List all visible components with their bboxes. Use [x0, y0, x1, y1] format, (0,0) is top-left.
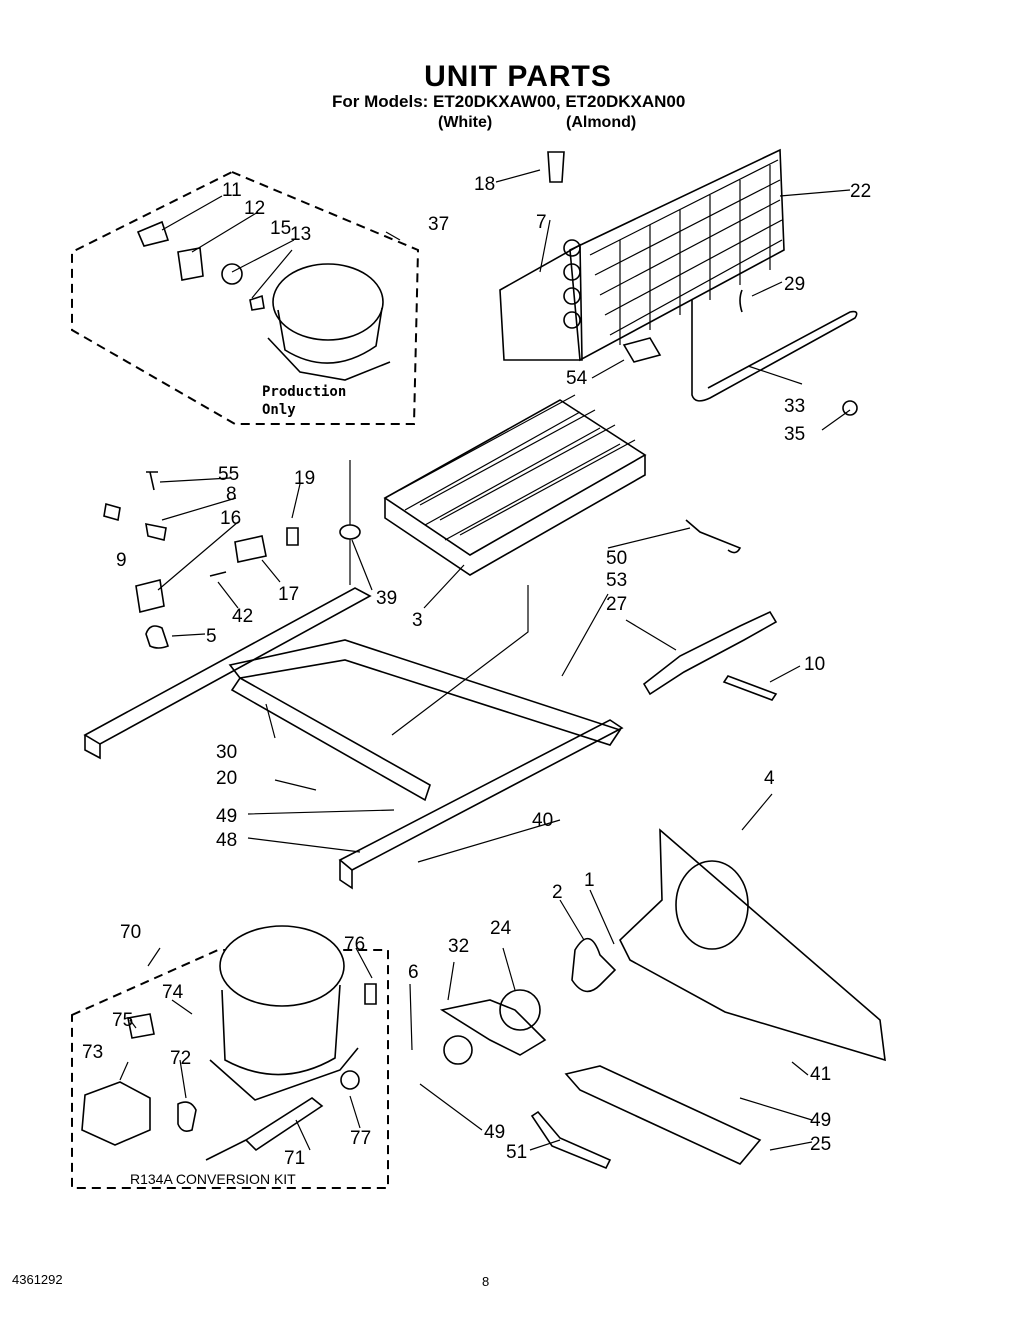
callout-53: 53 [606, 570, 627, 591]
document-number: 4361292 [12, 1272, 63, 1287]
models-line: For Models: ET20DKXAW00, ET20DKXAN00 [332, 92, 686, 111]
callout-10: 10 [804, 654, 825, 675]
callout-37: 37 [428, 214, 449, 235]
callout-24: 24 [490, 918, 512, 939]
callout-6: 6 [408, 962, 419, 983]
callout-32: 32 [448, 936, 469, 957]
callout-76: 76 [344, 934, 365, 955]
callout-7: 7 [536, 212, 547, 233]
production-compressor-illustration [136, 220, 391, 381]
defrost-clip-illustration [622, 337, 662, 363]
callout-8: 8 [226, 484, 237, 505]
callout-11: 11 [222, 180, 242, 201]
callout-49-right: 49 [810, 1110, 831, 1131]
evaporator-illustration [383, 394, 647, 576]
only-note: Only [262, 402, 296, 418]
callout-25: 25 [810, 1134, 831, 1155]
variant-almond: (Almond) [566, 114, 637, 131]
callout-29: 29 [784, 274, 805, 295]
fan-motor-assembly-illustration [439, 828, 886, 1170]
callout-20: 20 [216, 768, 237, 789]
callout-71: 71 [284, 1148, 305, 1169]
callout-17: 17 [278, 584, 299, 605]
grommet-39-illustration [339, 524, 361, 540]
page-title: UNIT PARTS [424, 60, 612, 93]
callout-22: 22 [850, 181, 871, 202]
callout-18: 18 [474, 174, 495, 195]
production-only-dashed-box [71, 170, 420, 425]
callout-33: 33 [784, 396, 805, 417]
kit-note: R134A CONVERSION KIT [130, 1171, 296, 1187]
callout-51: 51 [506, 1142, 527, 1163]
grommet-illustration [842, 400, 858, 416]
callout-1: 1 [584, 870, 595, 891]
callout-50: 50 [606, 548, 627, 569]
callout-41: 41 [810, 1064, 831, 1085]
callout-49-top: 49 [216, 806, 237, 827]
capillary-tube-illustration [722, 675, 778, 701]
callout-70: 70 [120, 922, 141, 943]
callout-42: 42 [232, 606, 253, 627]
callout-2: 2 [552, 882, 563, 903]
callout-19: 19 [294, 468, 315, 489]
callout-15: 15 [270, 218, 291, 239]
callout-9: 9 [116, 550, 127, 571]
callout-73: 73 [82, 1042, 103, 1063]
callout-75: 75 [112, 1010, 133, 1031]
callout-27: 27 [606, 594, 627, 615]
frame-rails-illustration [83, 460, 624, 890]
callout-3: 3 [412, 610, 423, 631]
wire-clip-illustration [685, 519, 742, 554]
leader-lines [119, 169, 851, 1151]
defrost-heater-illustration [691, 300, 858, 402]
callout-13: 13 [290, 224, 311, 245]
variant-white: (White) [438, 114, 493, 131]
callout-54: 54 [566, 368, 588, 389]
drier-illustration [642, 610, 778, 696]
drain-tube-illustration [547, 151, 565, 183]
callout-12: 12 [244, 198, 265, 219]
callout-39: 39 [376, 588, 397, 609]
kit-compressor-illustration [81, 925, 377, 1161]
callout-4: 4 [764, 768, 775, 789]
callout-48: 48 [216, 830, 237, 851]
callout-77: 77 [350, 1128, 371, 1149]
page-number: 8 [482, 1274, 490, 1289]
callout-5: 5 [206, 626, 217, 647]
production-note: Production [262, 384, 346, 400]
callout-35: 35 [784, 424, 805, 445]
callout-72: 72 [170, 1048, 191, 1069]
callout-74: 74 [162, 982, 184, 1003]
callout-55: 55 [218, 464, 239, 485]
callout-40: 40 [532, 810, 553, 831]
condenser-illustration [499, 148, 785, 362]
clip-29-illustration [739, 289, 743, 313]
callout-49-bottom: 49 [484, 1122, 505, 1143]
relay-overload-cluster-illustration [103, 471, 361, 649]
callout-16: 16 [220, 508, 241, 529]
callout-30: 30 [216, 742, 237, 763]
